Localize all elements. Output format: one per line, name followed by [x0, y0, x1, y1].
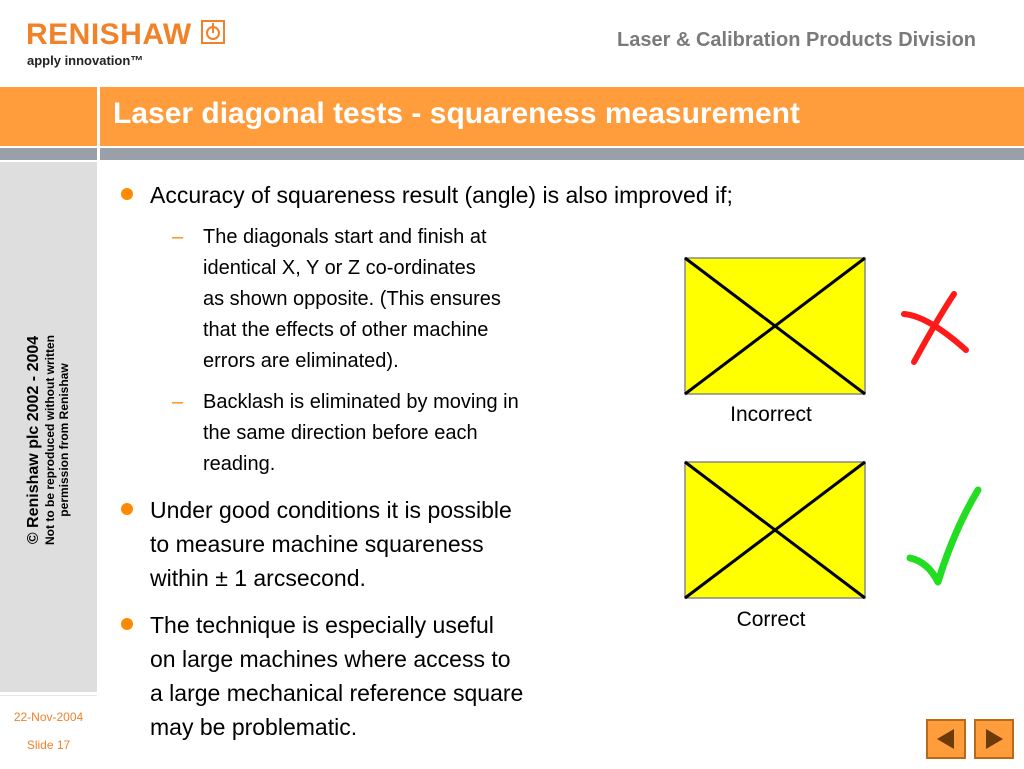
next-slide-button[interactable] — [974, 719, 1014, 759]
division-name: Laser & Calibration Products Division — [617, 29, 976, 51]
sub-bullet-2-line: Backlash is eliminated by moving in — [203, 391, 519, 413]
slide-title: Laser diagonal tests - squareness measur… — [113, 97, 800, 130]
bullet-3-line: The technique is especially useful — [150, 612, 494, 638]
sidebar-divider — [97, 159, 100, 768]
slide-date: 22-Nov-2004 — [13, 710, 84, 724]
red-cross-icon — [901, 291, 969, 365]
copyright-notice: © Renishaw plc 2002 - 2004 Not to be rep… — [25, 180, 71, 700]
bullet-3-line: may be problematic. — [150, 714, 358, 740]
incorrect-diagonal-diagram — [684, 256, 866, 396]
sub-bullet-1-line: as shown opposite. (This ensures — [203, 288, 501, 310]
bullet-3-line: a large mechanical reference square — [150, 680, 524, 706]
sub-bullet-2-line: reading. — [203, 453, 276, 475]
copyright-line1: © Renishaw plc 2002 - 2004 — [25, 335, 42, 545]
logo-text: RENISHAW — [26, 18, 192, 51]
green-tick-icon — [906, 486, 982, 586]
slide-number: Slide 17 — [26, 738, 71, 752]
sub-bullet-marker: – — [172, 226, 184, 248]
bullet-icon — [121, 618, 133, 630]
title-underline-strip — [0, 147, 1024, 160]
bullet-2-text: Under good conditions it is possible to … — [150, 493, 512, 595]
sub-bullet-1-line: The diagonals start and finish at — [203, 226, 487, 248]
bullet-icon — [121, 188, 133, 200]
renishaw-logo: RENISHAW — [26, 18, 225, 52]
correct-label: Correct — [736, 608, 806, 631]
sub-bullet-marker: – — [172, 391, 184, 413]
sub-bullet-2-text: Backlash is eliminated by moving in the … — [203, 387, 519, 480]
triangle-left-icon — [937, 729, 954, 749]
sidebar-footer — [0, 695, 97, 769]
logo-tagline: apply innovation™ — [27, 53, 144, 68]
sub-bullet-1-line: errors are eliminated). — [203, 350, 399, 372]
sub-bullet-1-line: that the effects of other machine — [203, 319, 489, 341]
previous-slide-button[interactable] — [926, 719, 966, 759]
copyright-line2: Not to be reproduced without written — [43, 335, 57, 545]
triangle-right-icon — [986, 729, 1003, 749]
bullet-icon — [121, 503, 133, 515]
bullet-3-line: on large machines where access to — [150, 646, 511, 672]
bullet-2-line: Under good conditions it is possible — [150, 497, 512, 523]
title-bar — [0, 87, 1024, 146]
incorrect-label: Incorrect — [730, 403, 812, 426]
sub-bullet-2-line: the same direction before each — [203, 422, 478, 444]
sub-bullet-1-text: The diagonals start and finish at identi… — [203, 222, 501, 377]
bullet-2-line: within ± 1 arcsecond. — [150, 565, 366, 591]
logo-symbol-icon — [200, 20, 225, 44]
sidebar-panel — [0, 162, 97, 692]
sub-bullet-1-line: identical X, Y or Z co-ordinates — [203, 257, 476, 279]
bullet-1-text: Accuracy of squareness result (angle) is… — [150, 182, 733, 208]
bullet-3-text: The technique is especially useful on la… — [150, 608, 523, 744]
correct-diagonal-diagram — [684, 460, 866, 600]
title-divider — [97, 87, 100, 160]
copyright-line3: permission from Renishaw — [57, 363, 71, 517]
bullet-2-line: to measure machine squareness — [150, 531, 484, 557]
